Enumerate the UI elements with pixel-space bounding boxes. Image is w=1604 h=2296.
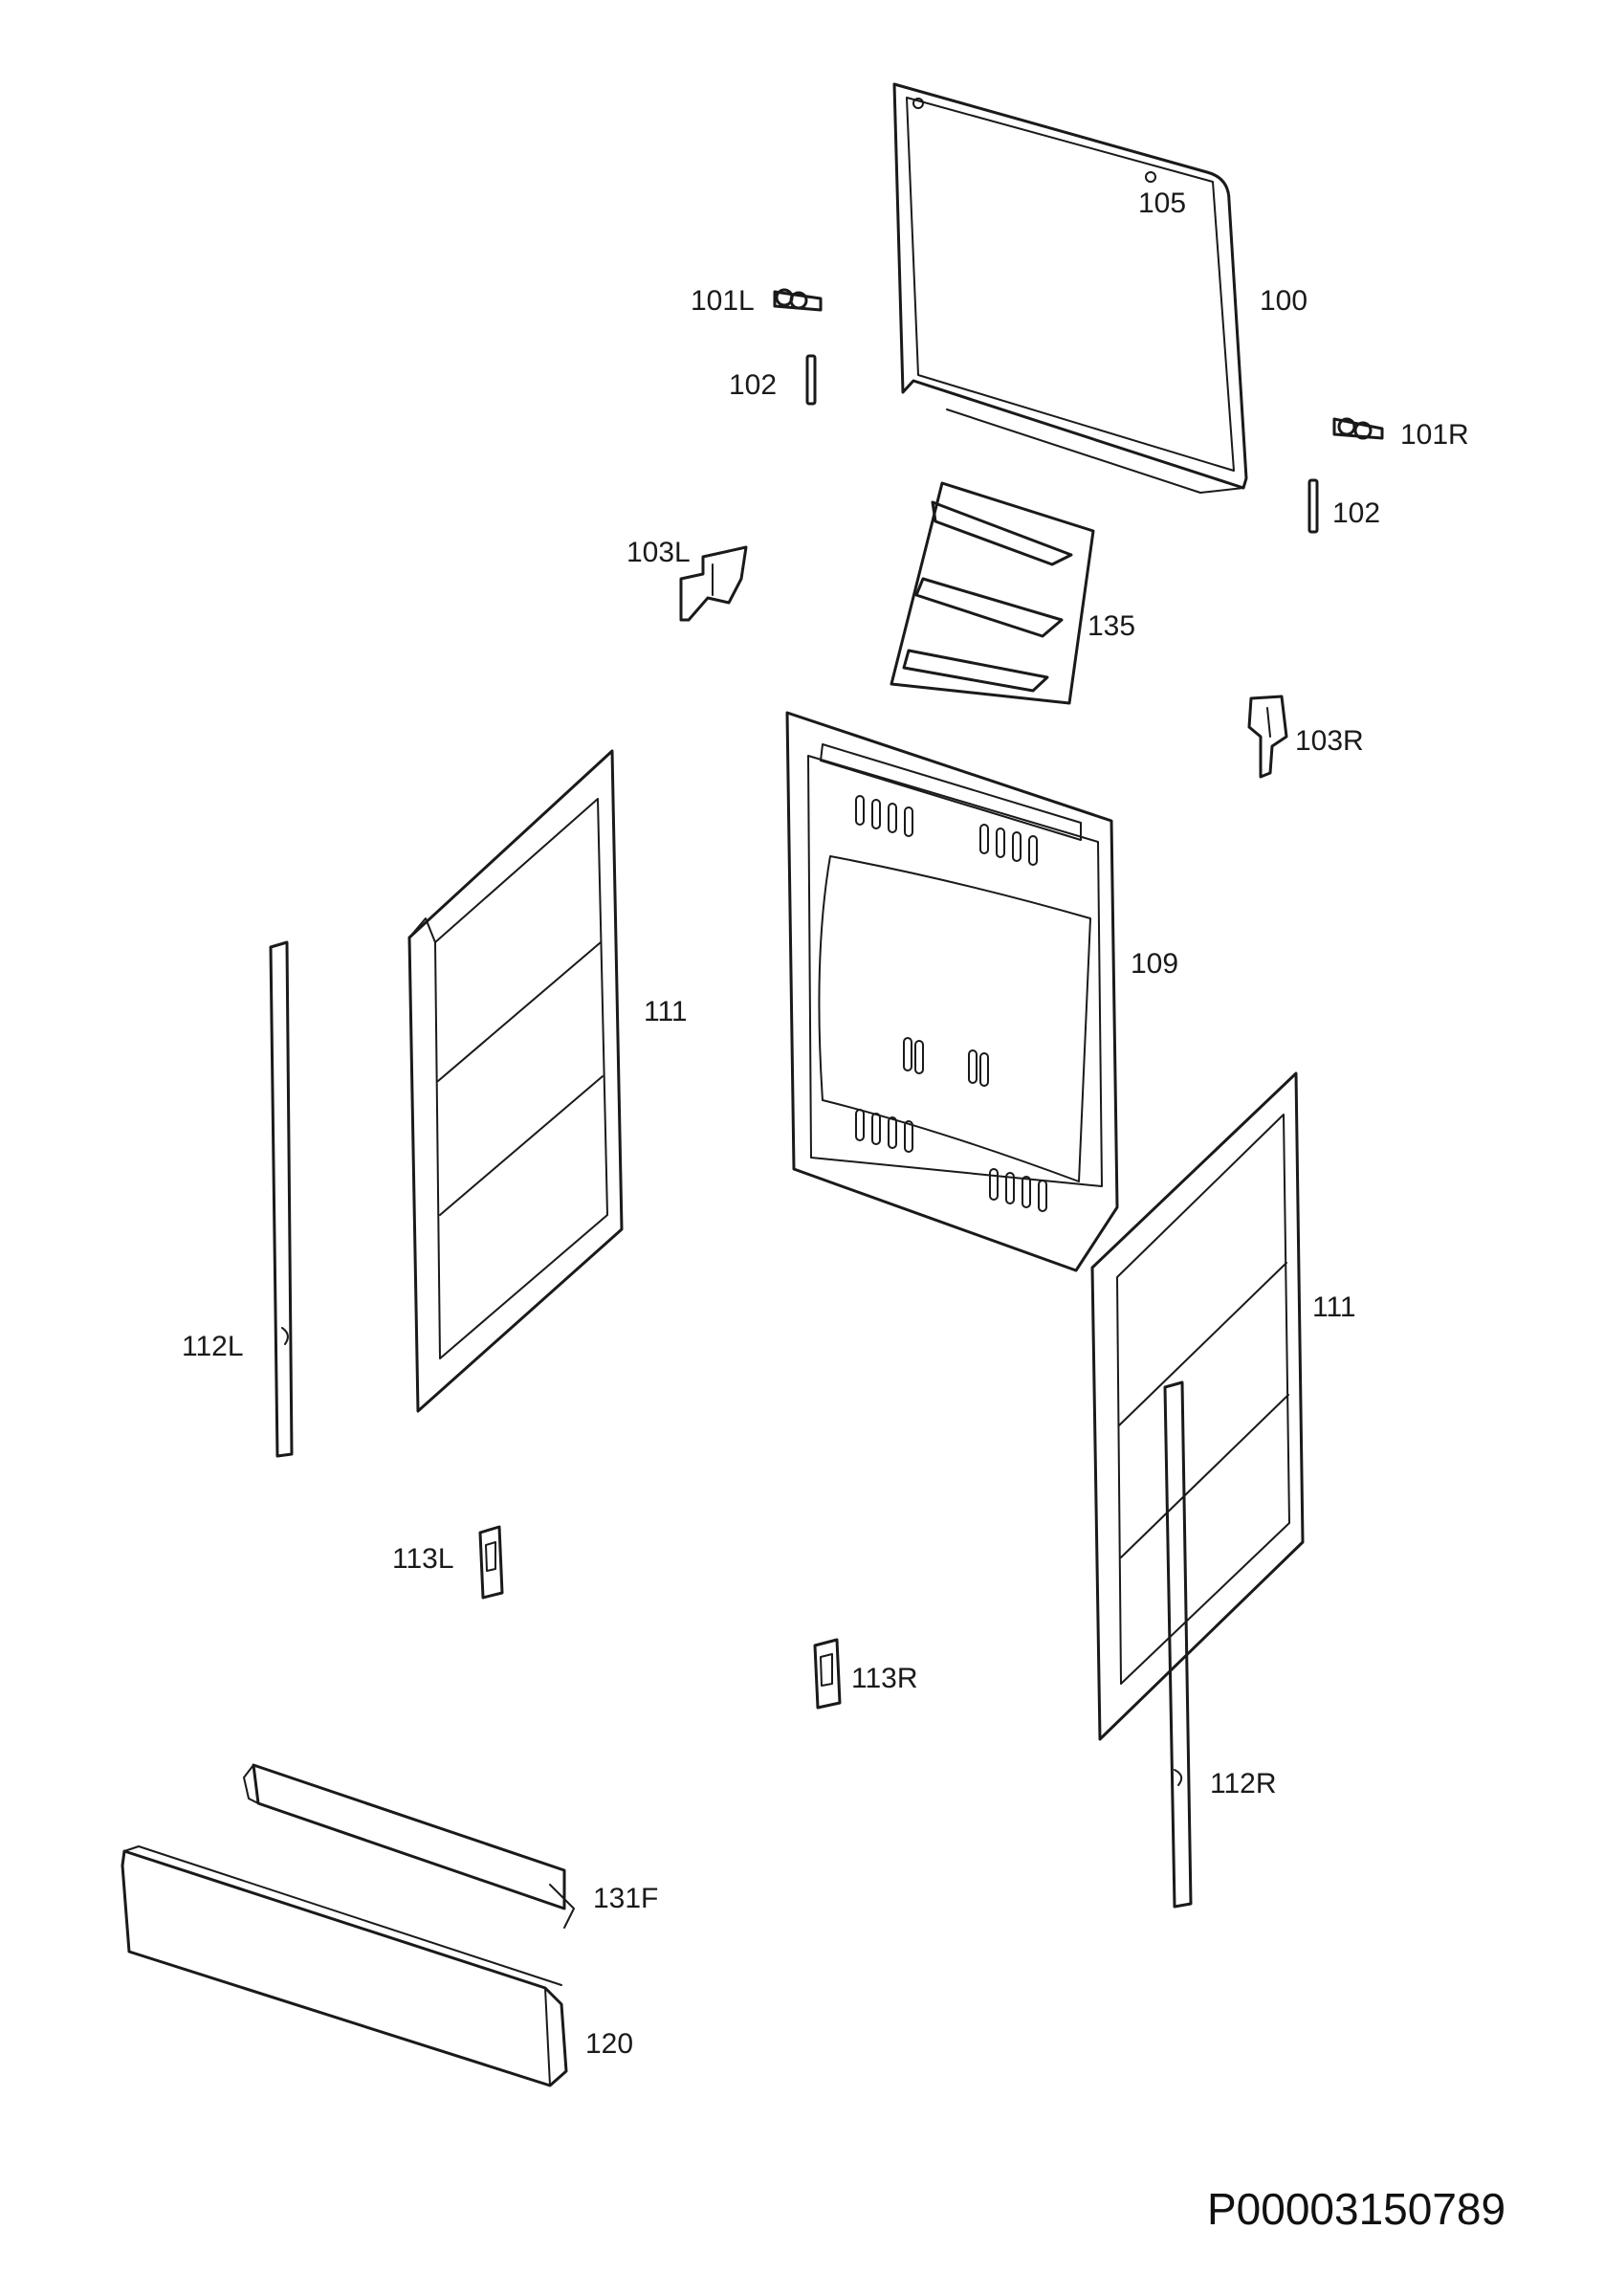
label-113R: 113R xyxy=(851,1663,918,1694)
label-112L: 112L xyxy=(182,1331,244,1362)
label-102-left: 102 xyxy=(729,369,778,401)
label-131F: 131F xyxy=(593,1883,659,1914)
part-102-rod-left xyxy=(805,354,817,406)
part-113L-hinge xyxy=(478,1525,504,1600)
label-120: 120 xyxy=(585,2028,634,2060)
part-100-top-panel xyxy=(892,82,1248,494)
label-111-left: 111 xyxy=(644,996,688,1027)
part-120-front-panel xyxy=(121,1845,568,2087)
part-101L-screw xyxy=(773,288,823,312)
part-112R-strip xyxy=(1163,1380,1193,1909)
part-135-vent-panel xyxy=(890,481,1095,705)
part-102-rod-right xyxy=(1307,478,1319,534)
part-103L-bracket xyxy=(679,545,748,622)
label-100: 100 xyxy=(1260,285,1308,317)
label-103R: 103R xyxy=(1295,725,1364,757)
part-101R-screw xyxy=(1332,417,1384,440)
label-105: 105 xyxy=(1138,188,1187,219)
label-109: 109 xyxy=(1131,948,1179,980)
label-103L: 103L xyxy=(626,537,691,568)
label-101R: 101R xyxy=(1400,419,1469,451)
part-103R-bracket xyxy=(1247,695,1288,779)
label-113L: 113L xyxy=(392,1543,454,1575)
part-109-back-panel xyxy=(785,711,1119,1272)
label-111-right: 111 xyxy=(1312,1292,1356,1323)
part-131F-rail xyxy=(243,1763,575,1929)
part-111-side-panel-left xyxy=(407,749,624,1413)
part-113R-hinge xyxy=(813,1638,842,1710)
part-112L-strip xyxy=(269,940,294,1458)
label-102-right: 102 xyxy=(1332,497,1381,529)
part-111-side-panel-right xyxy=(1090,1071,1305,1741)
label-112R: 112R xyxy=(1210,1768,1277,1799)
label-135: 135 xyxy=(1088,610,1136,642)
document-number: P00003150789 xyxy=(1207,2184,1506,2234)
label-101L: 101L xyxy=(691,285,755,317)
